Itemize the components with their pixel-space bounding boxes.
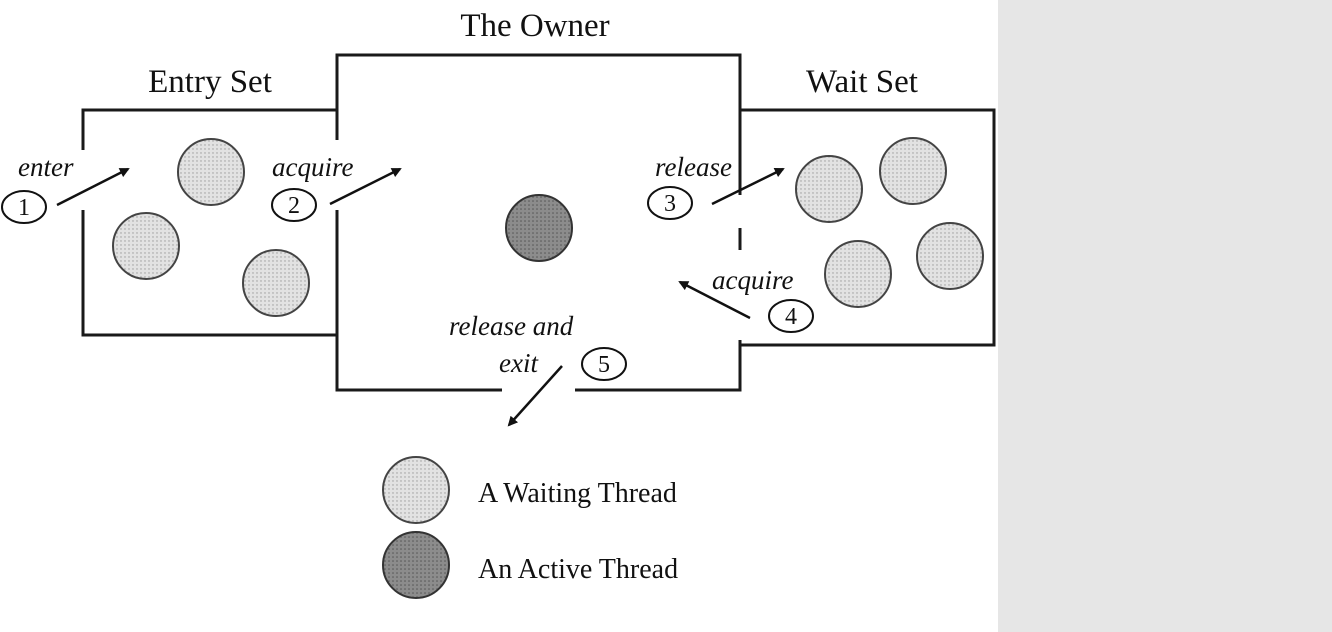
owner-title: The Owner [460,8,609,44]
wait-set-box [740,108,996,347]
step-1-enter: enter 1 [1,152,130,224]
entry-set-title: Entry Set [148,64,272,100]
legend-active-swatch [382,531,450,599]
legend-waiting-label: A Waiting Thread [478,478,677,509]
step-5-number: 5 [598,352,610,378]
step-4-label: acquire [712,265,793,295]
step-2-acquire: acquire 2 [271,152,402,222]
step-4-acquire: acquire 4 [678,265,814,333]
entry-waiting-thread [112,212,180,280]
step-3-release: release 3 [647,152,785,220]
step-3-arrow [711,167,785,206]
entry-waiting-thread [242,249,310,317]
wait-waiting-thread [916,222,984,290]
step-1-badge [1,190,47,224]
owner-active-thread [505,194,573,262]
monitor-diagram: Entry Set The Owner Wait Set enter 1 acq… [1,8,996,599]
entry-waiting-thread [177,138,245,206]
step-5-badge [581,347,627,381]
step-2-arrow [329,167,402,206]
step-4-badge [768,299,814,333]
step-3-number: 3 [664,191,676,217]
wait-waiting-thread [824,240,892,308]
legend-waiting-swatch [382,456,450,524]
step-5-label-line2: exit [499,348,539,378]
step-5-release-exit: release and exit 5 [449,311,627,427]
step-5-label-line1: release and [449,311,574,341]
side-panel [998,0,1332,632]
step-2-badge [271,188,317,222]
step-1-number: 1 [18,195,30,221]
step-2-label: acquire [272,152,353,182]
step-2-number: 2 [288,193,300,219]
legend-active-label: An Active Thread [478,554,678,585]
wait-waiting-thread [795,155,863,223]
owner-box [335,53,742,392]
step-4-arrow [678,280,751,320]
step-1-arrow [56,167,130,207]
step-4-number: 4 [785,304,797,330]
wait-waiting-thread [879,137,947,205]
wait-set-title: Wait Set [806,64,918,100]
step-3-label: release [655,152,732,182]
step-5-arrow [507,365,563,427]
step-3-badge [647,186,693,220]
legend: A Waiting Thread An Active Thread [382,456,678,599]
step-1-label: enter [18,152,74,182]
